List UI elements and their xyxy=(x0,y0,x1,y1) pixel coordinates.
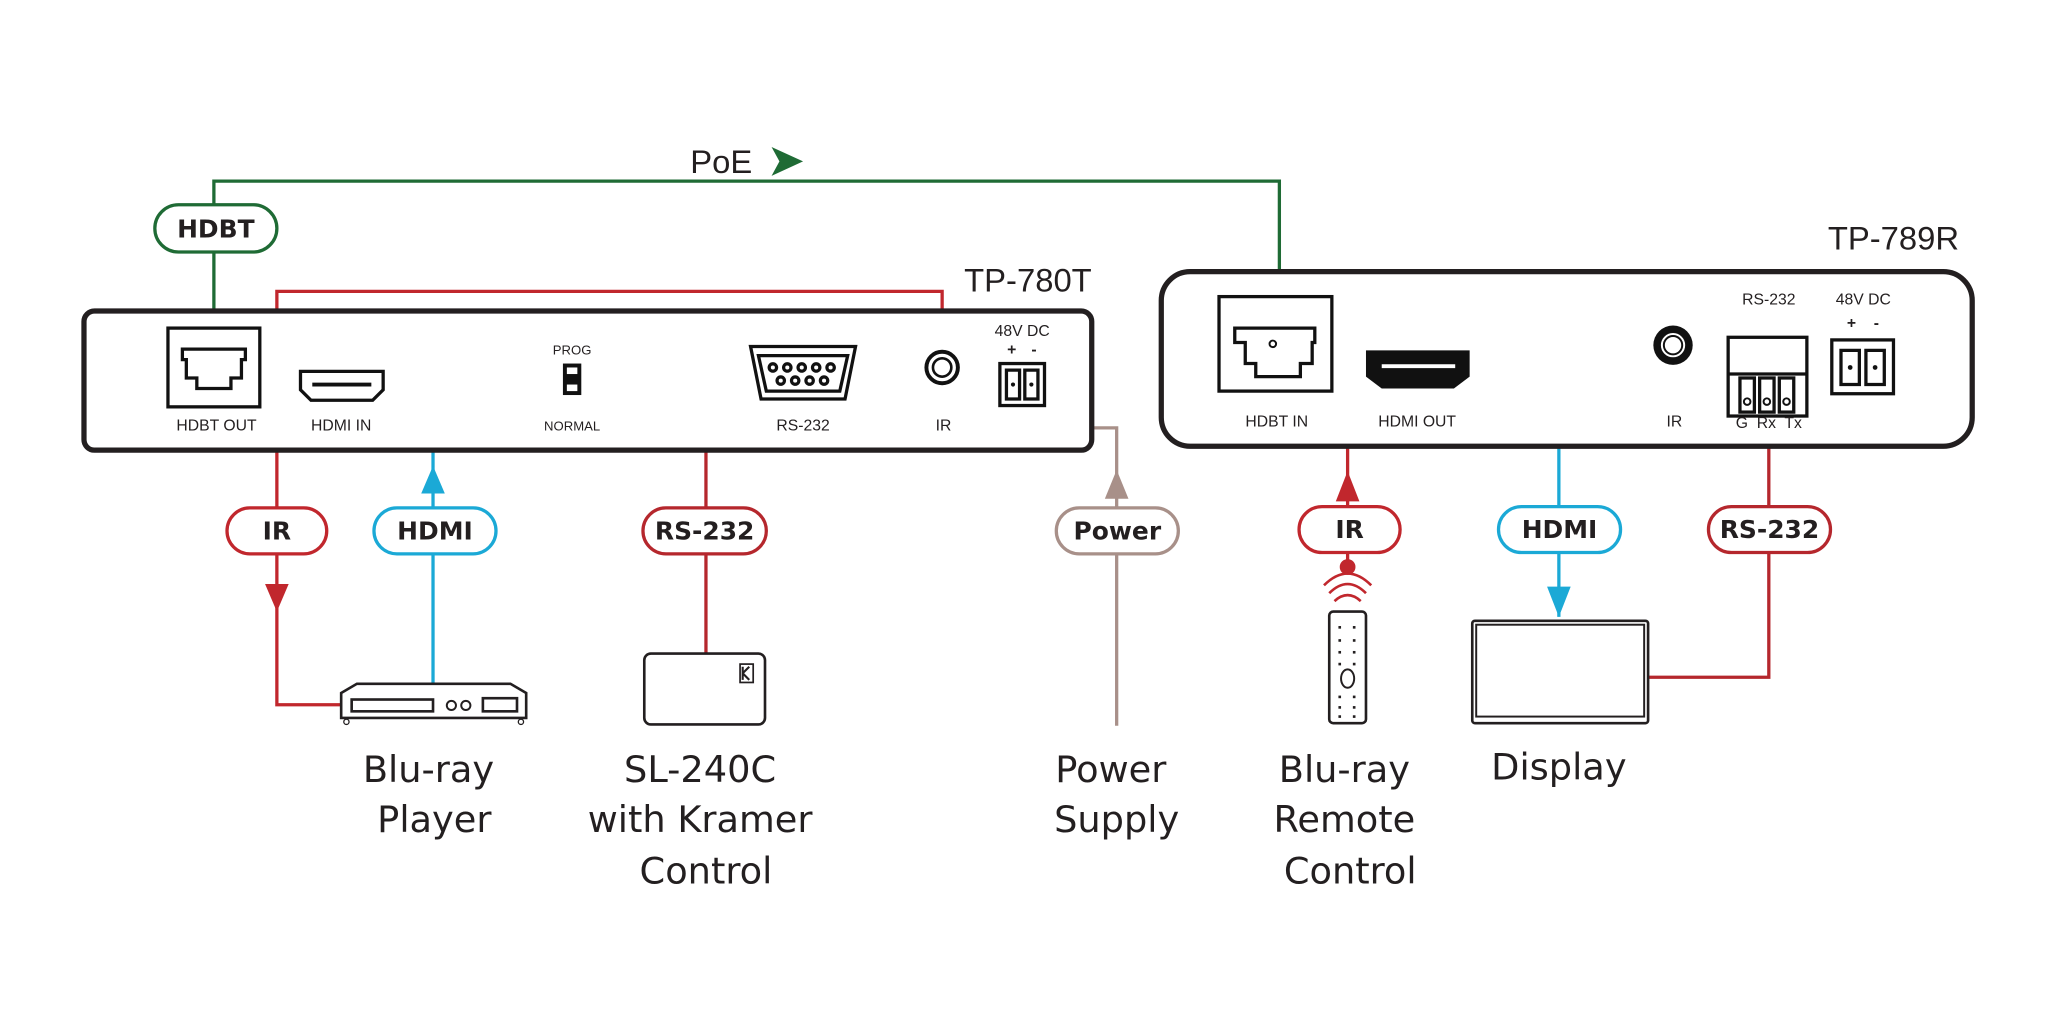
hdmi-port-icon xyxy=(298,369,385,402)
bluray-player-label: Blu-ray Player xyxy=(363,748,506,841)
bluray-remote-label: Blu-ray Remote Control xyxy=(1274,748,1427,892)
tx-rs232-connection-label: RS-232 xyxy=(641,506,768,556)
rx-hdmi-label-text: HDMI xyxy=(1522,515,1598,544)
rx-power-minus: - xyxy=(1874,315,1879,332)
rx-ir-dot xyxy=(1339,559,1356,575)
db9-port-icon xyxy=(748,344,858,401)
transmitter-model: TP-780T xyxy=(964,261,1092,298)
power-arrowhead xyxy=(1104,469,1129,499)
display-label: Display xyxy=(1491,746,1626,789)
tx-rs232-label-text: RS-232 xyxy=(655,516,755,545)
power-supply-label: Power Supply xyxy=(1054,748,1179,841)
tx-rs232-port-label: RS-232 xyxy=(776,417,829,434)
power-cable xyxy=(1020,406,1119,726)
switch-prog-label: PROG xyxy=(553,342,592,357)
rx-rs232-connection-label: RS-232 xyxy=(1706,504,1833,555)
sl240c-label: SL-240C with Kramer Control xyxy=(588,748,824,892)
rx-ir-connection-label: IR xyxy=(1297,504,1402,555)
hdbt-label-text: HDBT xyxy=(177,215,255,244)
rx-ir-label-text: IR xyxy=(1335,515,1363,544)
rx-hdmi-arrowhead xyxy=(1547,586,1571,617)
sl240c-keypad-icon xyxy=(642,652,767,726)
ethernet-port-icon xyxy=(166,326,262,409)
rx-ir-arrowhead xyxy=(1335,471,1360,502)
tx-hdmi-arrowhead xyxy=(421,465,445,494)
ir-jack-icon xyxy=(1653,325,1693,365)
ir-signal-icon xyxy=(1323,572,1373,603)
tx-hdmi-connection-label: HDMI xyxy=(372,506,498,556)
rs232-terminal-icon xyxy=(1726,335,1809,418)
hdmi-out-label: HDMI OUT xyxy=(1378,414,1456,431)
tx-hdmi-label-text: HDMI xyxy=(397,516,473,545)
poe-label: PoE xyxy=(690,143,752,180)
tx-power-label: 48V DC xyxy=(995,323,1050,340)
rx-ir-port-label: IR xyxy=(1666,414,1682,431)
rx-rs232-port-label: RS-232 xyxy=(1742,291,1795,308)
hdbt-connection-label: HDBT xyxy=(153,203,279,254)
ethernet-port-icon xyxy=(1217,294,1334,393)
arrow-right-icon xyxy=(771,146,804,176)
rx-hdmi-connection-label: HDMI xyxy=(1496,504,1623,555)
rx-power-label: 48V DC xyxy=(1836,291,1891,308)
tx-ir-port-label: IR xyxy=(936,417,952,434)
remote-control-icon xyxy=(1327,610,1368,725)
receiver-model: TP-789R xyxy=(1828,219,1959,256)
tx-ir-arrowhead xyxy=(265,584,289,612)
hdmi-port-icon xyxy=(1365,350,1470,389)
rx-rs232-cable xyxy=(1648,433,1771,679)
tx-power-minus: - xyxy=(1031,341,1036,358)
dip-switch[interactable] xyxy=(562,363,582,396)
tx-power-plus: + xyxy=(1007,341,1016,358)
rx-rs232-label-text: RS-232 xyxy=(1720,515,1820,544)
hdbt-in-label: HDBT IN xyxy=(1245,414,1308,431)
hdmi-in-label: HDMI IN xyxy=(311,417,371,434)
tx-ir-label-text: IR xyxy=(263,516,291,545)
power-label-text: Power xyxy=(1074,516,1162,545)
bluray-player-icon xyxy=(339,682,528,726)
display-icon xyxy=(1470,619,1650,725)
power-connection-label: Power xyxy=(1054,506,1180,556)
power-terminal-icon xyxy=(1830,338,1896,396)
rx-power-plus: + xyxy=(1847,315,1856,332)
rs232-pin-labels: G Rx Tx xyxy=(1736,415,1802,432)
tx-ir-connection-label: IR xyxy=(225,506,329,556)
ir-jack-icon xyxy=(924,349,960,386)
hdbt-out-label: HDBT OUT xyxy=(176,417,257,434)
power-terminal-icon xyxy=(998,361,1047,408)
switch-normal-label: NORMAL xyxy=(544,418,600,433)
